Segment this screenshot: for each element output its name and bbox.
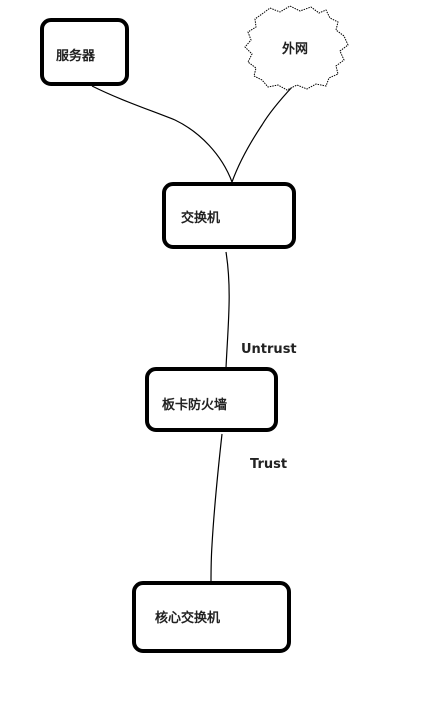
core-switch-label: 核心交换机 <box>155 611 221 626</box>
link-server-switch <box>91 85 233 183</box>
server-box <box>40 18 129 86</box>
core-switch-box <box>132 581 291 653</box>
internet-cloud-shape <box>244 5 349 91</box>
firewall-label: 板卡防火墙 <box>162 398 228 413</box>
server-label: 服务器 <box>56 49 96 64</box>
link-firewall-core <box>210 433 223 584</box>
link-switch-firewall <box>225 251 230 369</box>
internet-label: 外网 <box>282 42 309 57</box>
link-internet-switch <box>231 85 294 183</box>
switch-label: 交换机 <box>181 211 221 226</box>
switch-box <box>162 182 296 249</box>
untrust-label: Untrust <box>241 342 297 357</box>
firewall-box <box>145 367 278 432</box>
trust-label: Trust <box>250 457 288 472</box>
